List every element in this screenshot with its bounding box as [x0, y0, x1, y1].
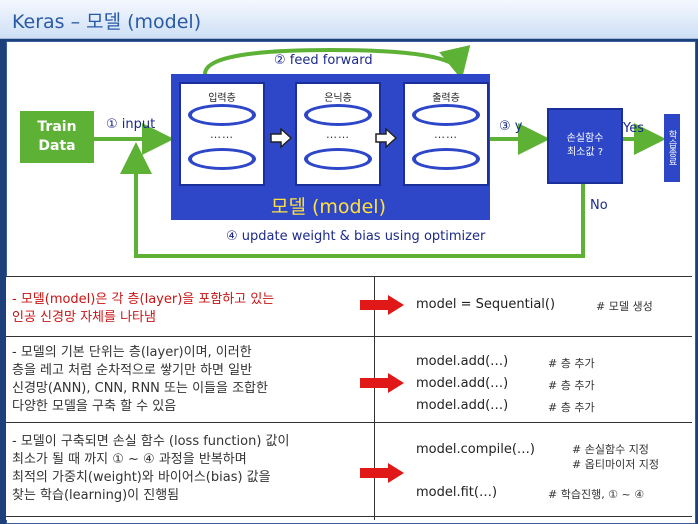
training-end-box: 학습종료	[664, 114, 680, 182]
dots: ……	[326, 128, 350, 141]
description-line: 최적의 가중치(weight)와 바이어스(bias) 값을	[12, 470, 271, 485]
output-label: ③ y	[499, 119, 523, 134]
table-divider	[6, 422, 692, 423]
description-line: - 모델의 기본 단위는 층(layer)이며, 이러한	[12, 345, 252, 360]
page-title: Keras – 모델 (model)	[12, 11, 202, 33]
right-arrow-icon	[375, 127, 398, 149]
description-line: 신경망(ANN), CNN, RNN 또는 이들을 조합한	[12, 381, 268, 396]
table-divider	[6, 516, 692, 517]
code-comment: # 층 추가	[548, 401, 595, 414]
title-bar	[0, 0, 698, 39]
neuron-ellipse	[412, 148, 480, 170]
table-divider	[6, 336, 692, 337]
input-layer: 입력층 ……	[179, 82, 265, 186]
feed-forward-label: ② feed forward	[274, 53, 373, 68]
code-comment: # 학습진행, ① ~ ④	[548, 488, 645, 501]
feed-forward-arrow	[203, 45, 471, 80]
red-arrow-icon	[360, 373, 404, 393]
description-line: 층을 레고 처럼 순차적으로 쌓기만 하면 일반	[12, 363, 253, 378]
code-line: model.fit(…)	[416, 485, 498, 500]
code-line: model.add(…)	[416, 376, 509, 391]
code-line: model.compile(…)	[416, 442, 535, 457]
model-box: 입력층 …… 은닉층 …… 출력층 …… 모델 (model)	[171, 74, 490, 220]
table-border	[6, 276, 692, 277]
layer-label: 은닉층	[324, 93, 352, 104]
no-label: No	[590, 198, 608, 213]
update-label: ④ update weight & bias using optimizer	[226, 229, 486, 244]
code-line: model = Sequential()	[416, 297, 556, 312]
code-comment: # 모델 생성	[596, 300, 653, 313]
description-line: - 모델이 구축되면 손실 함수 (loss function) 값이	[12, 434, 290, 449]
model-label: 모델 (model)	[271, 196, 386, 218]
dots: ……	[210, 128, 234, 141]
table-column-divider	[374, 276, 375, 520]
table-row-2-description: - 모델의 기본 단위는 층(layer)이며, 이러한 층을 레고 처럼 순차…	[12, 344, 268, 416]
right-arrow-icon	[270, 127, 293, 149]
result-label: 학습종료	[666, 130, 677, 166]
input-label: ① input	[106, 117, 156, 132]
layer-label: 입력층	[208, 93, 236, 104]
neuron-ellipse	[304, 148, 372, 170]
train-data-label: Train Data	[37, 119, 77, 154]
description-line: 인공 신경망 자체를 나타냄	[12, 310, 156, 325]
update-loop-arrow	[120, 142, 585, 258]
neuron-ellipse	[304, 104, 372, 126]
dots: ……	[434, 128, 458, 141]
loss-decision-box: 손실함수 최소값 ?	[547, 108, 623, 184]
code-line: model.add(…)	[416, 354, 509, 369]
yes-label: Yes	[623, 121, 644, 136]
code-comment: # 손실함수 지정 # 옵티마이저 지정	[572, 443, 660, 471]
hidden-layer: 은닉층 ……	[295, 82, 381, 186]
layer-label: 출력층	[432, 93, 460, 104]
train-data-box: Train Data	[20, 111, 94, 163]
table-row-1-description: - 모델(model)은 각 층(layer)을 포함하고 있는 인공 신경망 …	[12, 291, 274, 327]
code-comment: # 층 추가	[548, 379, 595, 392]
neuron-ellipse	[188, 104, 256, 126]
description-line: - 모델(model)은 각 층(layer)을 포함하고 있는	[12, 292, 275, 307]
code-line: model.add(…)	[416, 398, 509, 413]
neuron-ellipse	[188, 148, 256, 170]
explanation-table: - 모델(model)은 각 층(layer)을 포함하고 있는 인공 신경망 …	[6, 276, 692, 520]
table-row-3-description: - 모델이 구축되면 손실 함수 (loss function) 값이 최소가 …	[12, 433, 289, 505]
neuron-ellipse	[412, 104, 480, 126]
description-line: 찾는 학습(learning)이 진행됨	[12, 488, 180, 503]
description-line: 다양한 모델을 구축 할 수 있음	[12, 399, 177, 414]
code-comment: # 층 추가	[548, 357, 595, 370]
red-arrow-icon	[360, 295, 404, 315]
output-layer: 출력층 ……	[403, 82, 489, 186]
description-line: 최소가 될 때 까지 ① ~ ④ 과정을 반복하며	[12, 452, 247, 467]
red-arrow-icon	[360, 463, 404, 483]
decision-label: 손실함수 최소값 ?	[566, 133, 604, 158]
